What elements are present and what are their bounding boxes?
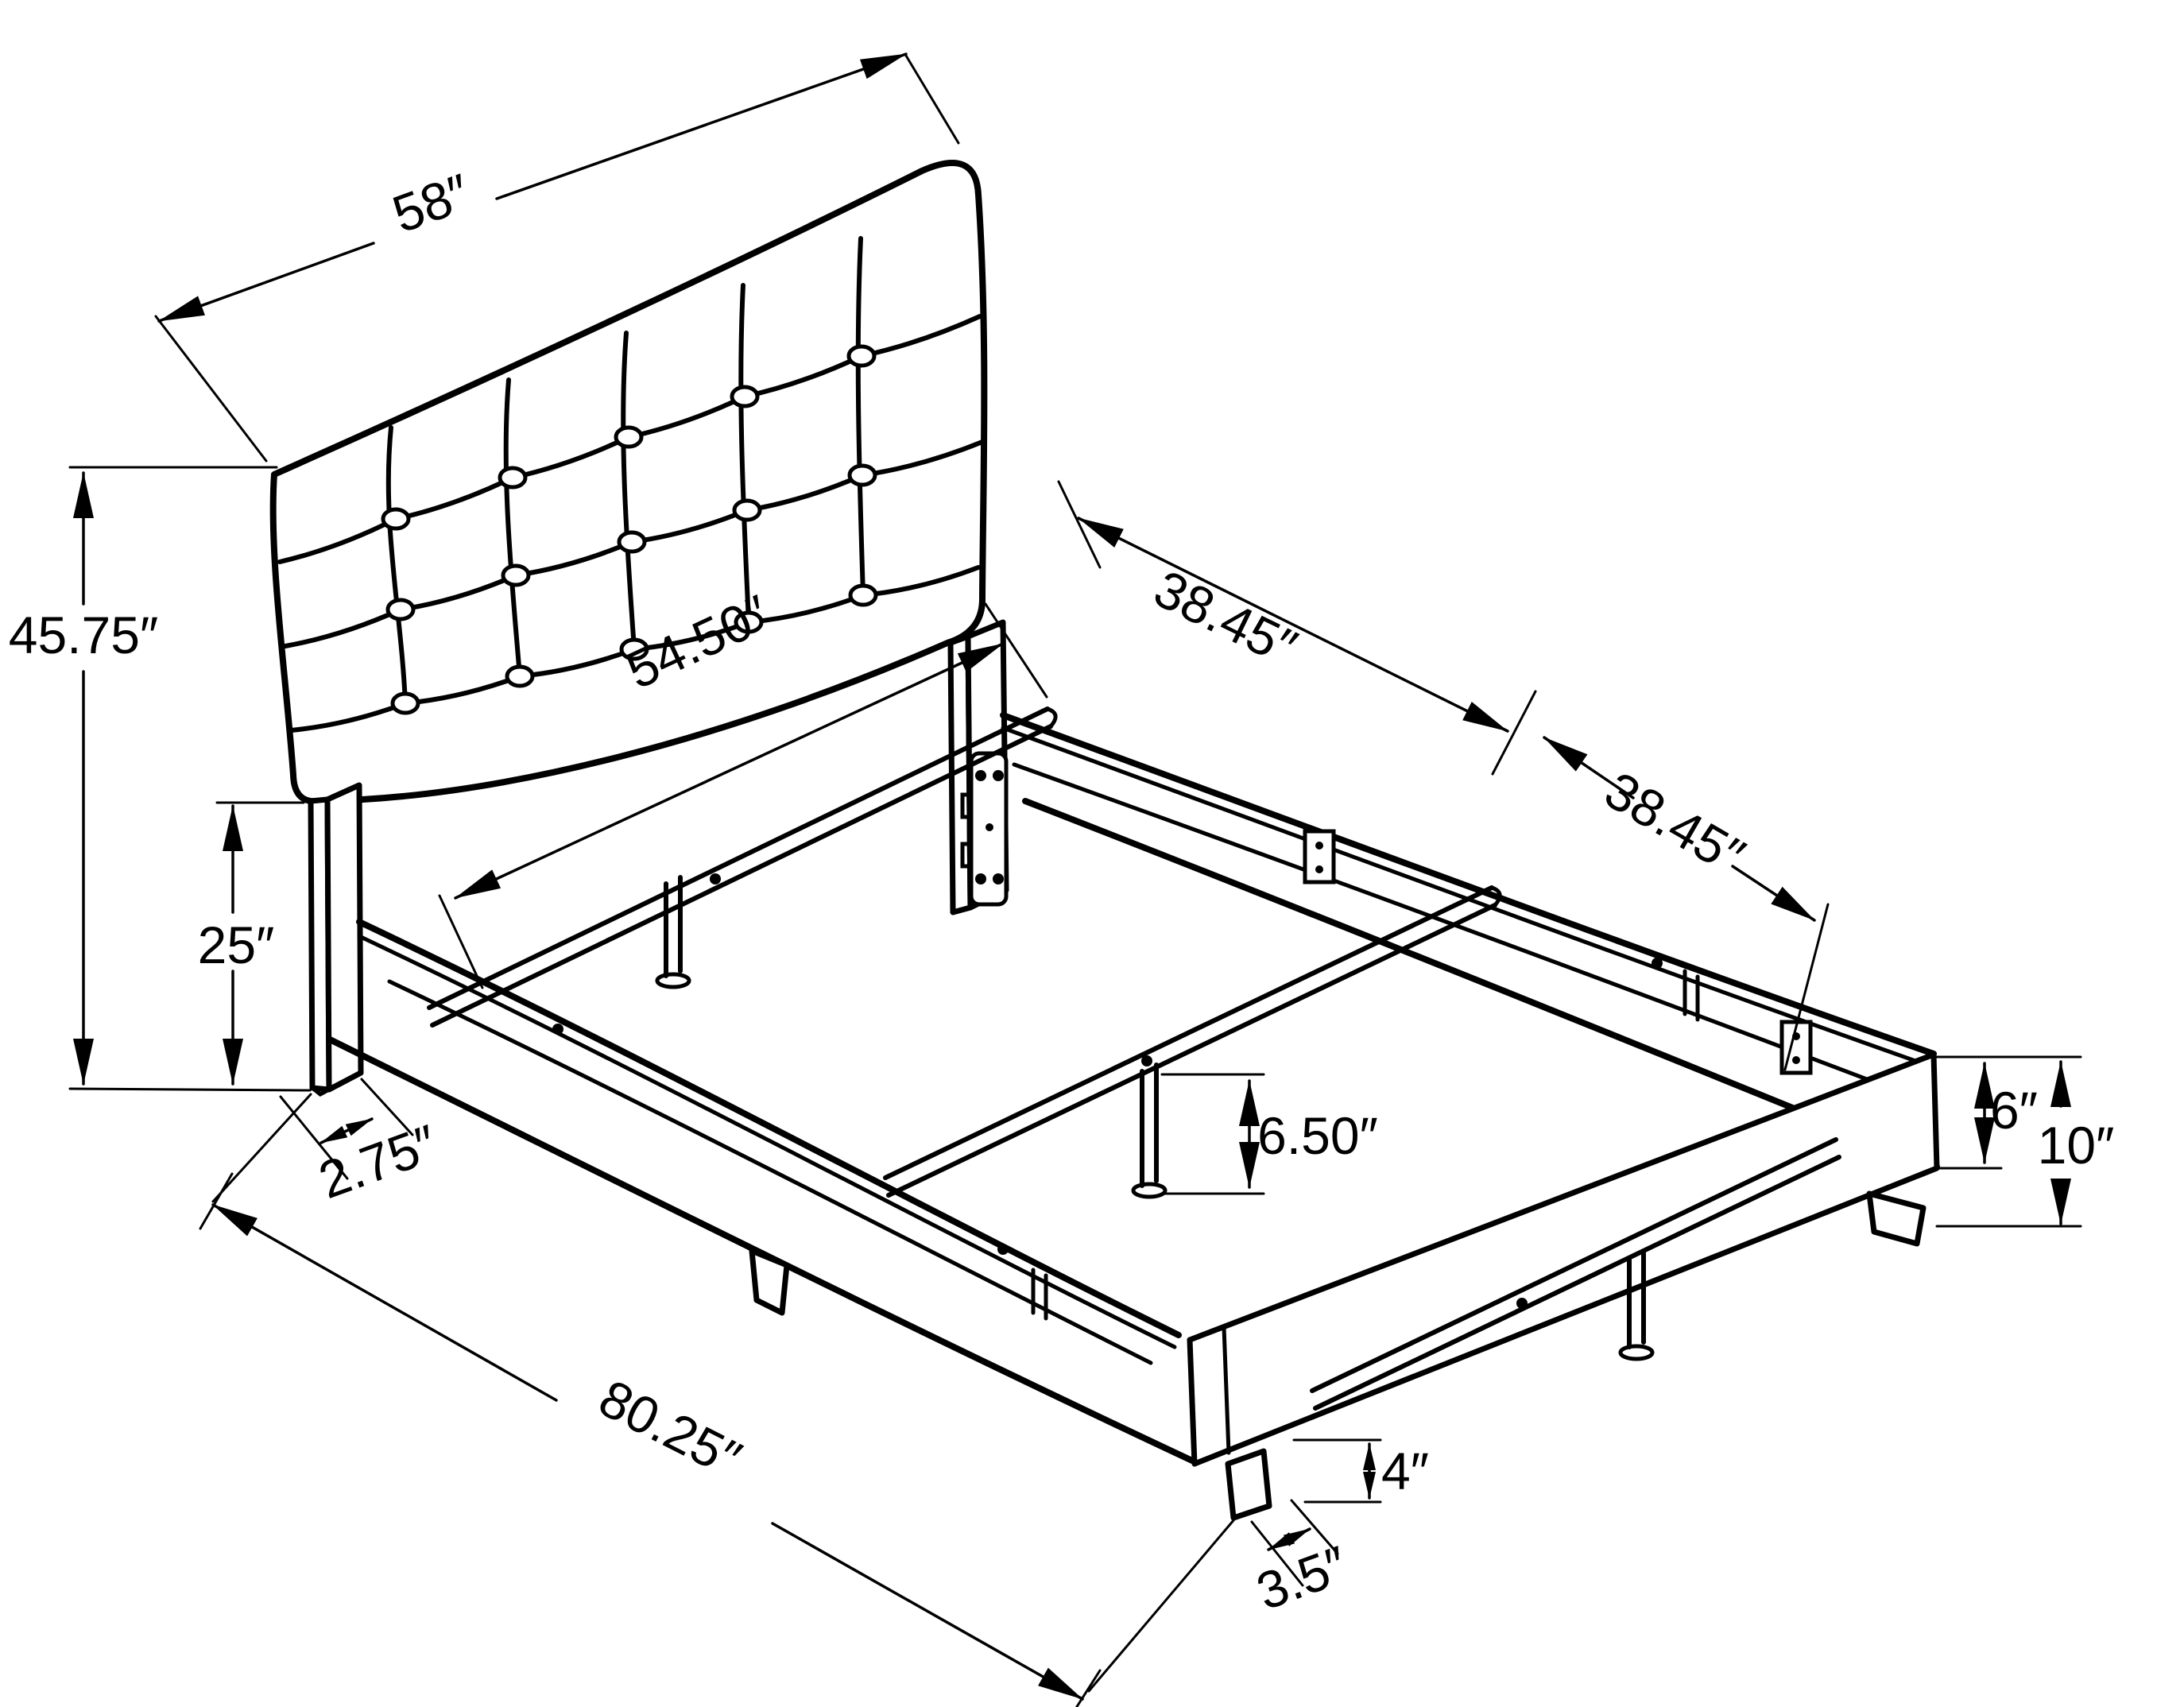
dim-foot-leg-height: 4″ xyxy=(1292,1438,1429,1504)
slat-hanger-bracket-middle xyxy=(1303,829,1336,884)
near-rail-ledge xyxy=(387,979,1153,1365)
foot-leg-height-label: 4″ xyxy=(1381,1442,1429,1500)
footboard-near-leg xyxy=(1225,1448,1272,1521)
far-rail-top-edge xyxy=(1000,712,1937,1057)
tufting-seam-col-5 xyxy=(855,236,865,598)
slat-section-head-label: 38.45″ xyxy=(1145,559,1306,677)
slat-3-center-leg xyxy=(1627,1251,1646,1349)
slat-2 xyxy=(883,885,1502,1199)
headboard-height-label: 45.75″ xyxy=(9,606,159,664)
dim-headboard-post-height: 25″ xyxy=(68,801,312,1092)
floor-baseline xyxy=(68,1087,312,1092)
tufting-seam-col-1 xyxy=(385,425,408,706)
headboard-outline xyxy=(269,160,988,805)
headboard-post-height-label: 25″ xyxy=(198,915,275,974)
slat-2-foot xyxy=(1131,1182,1168,1199)
dim-headboard-height: 45.75″ xyxy=(9,466,278,1086)
tufting-seam-col-3 xyxy=(621,331,637,652)
dim-rail-height: 6″ xyxy=(1935,1055,2082,1170)
headboard-width-label: 58″ xyxy=(385,162,477,244)
near-rail-piping xyxy=(357,934,1177,1349)
dim-slat-section-foot: 38.45″ xyxy=(1543,736,1830,1071)
headboard-left-post xyxy=(308,782,364,1097)
near-rail-bottom-edge xyxy=(327,1036,1195,1464)
near-rail-center-leg xyxy=(749,1248,790,1316)
slat-2-center-leg xyxy=(1140,1063,1159,1188)
far-rail-joint xyxy=(1683,969,1700,1022)
slat-3 xyxy=(1310,1137,1841,1411)
dim-headboard-width: 58″ xyxy=(154,52,960,463)
footboard-corner-seam xyxy=(1222,1325,1231,1455)
frame-length-label: 80.25″ xyxy=(591,1368,751,1489)
foot-leg-width-label: 3.5″ xyxy=(1249,1535,1355,1621)
slat-1-foot xyxy=(655,972,691,989)
dim-slat-section-head: 38.45″ xyxy=(1057,480,1537,776)
rail-height-label: 6″ xyxy=(1990,1081,2038,1140)
headboard-leg-depth-label: 2.75″ xyxy=(312,1113,445,1210)
dim-center-leg-height: 6.50″ xyxy=(1160,1073,1378,1195)
dim-foot-leg-width: 3.5″ xyxy=(1249,1499,1355,1621)
inner-width-label: 54.50″ xyxy=(618,583,778,700)
slat-section-foot-label: 38.45″ xyxy=(1595,760,1754,885)
near-side-rail xyxy=(327,919,1195,1464)
footboard-far-leg xyxy=(1866,1190,1926,1247)
screw-holes xyxy=(552,958,1663,1255)
tufting-seam-col-2 xyxy=(503,377,522,679)
slat-3-foot xyxy=(1618,1344,1655,1361)
near-rail-joint xyxy=(1031,1268,1048,1321)
dim-frame-height: 10″ xyxy=(1935,1060,2115,1228)
center-leg-height-label: 6.50″ xyxy=(1257,1106,1378,1165)
frame-height-label: 10″ xyxy=(2038,1116,2115,1175)
headboard xyxy=(269,160,1009,1097)
tufting-seam-col-4 xyxy=(738,283,751,625)
